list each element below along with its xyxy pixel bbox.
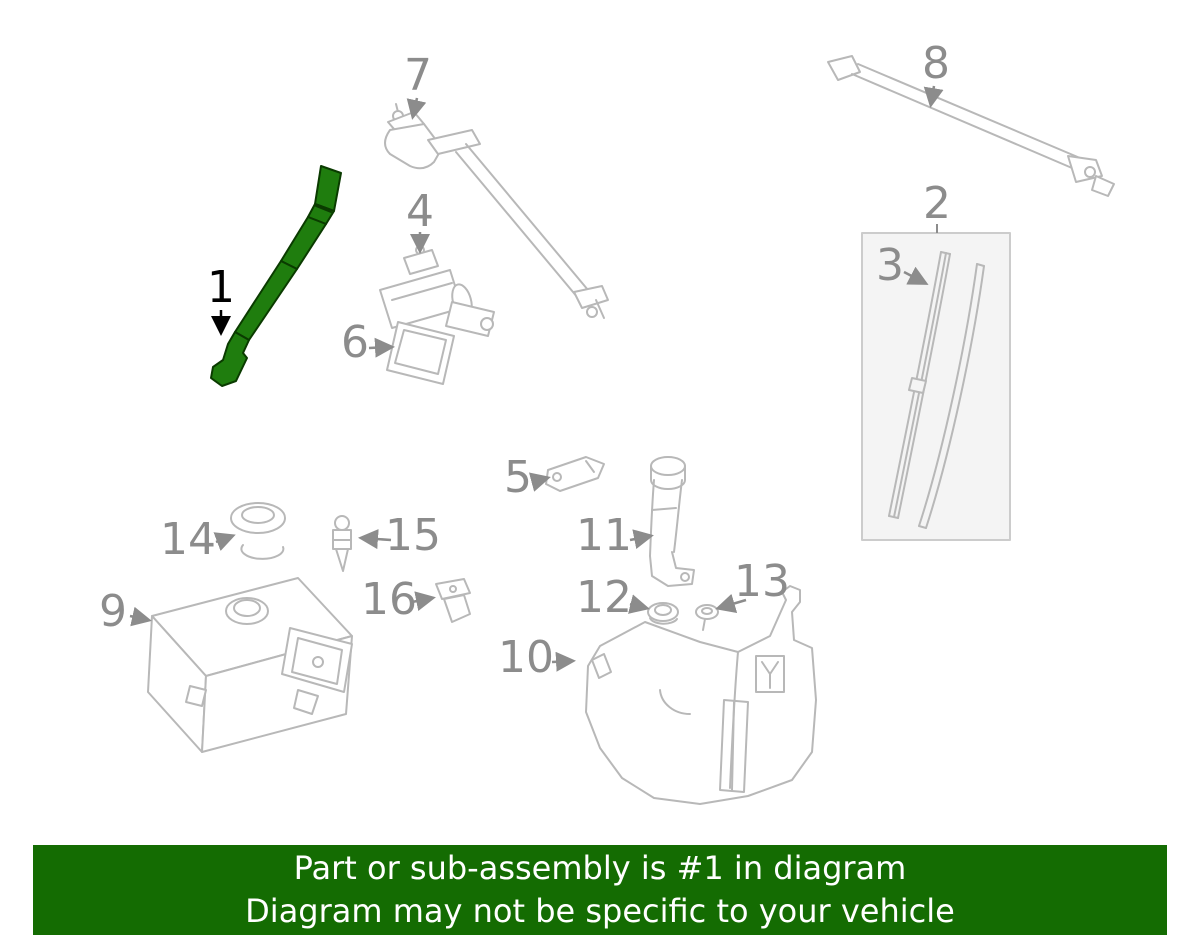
callout-15: 15 <box>358 510 441 561</box>
banner-line-2: Diagram may not be specific to your vehi… <box>245 892 955 930</box>
callout-5-label: 5 <box>504 452 532 503</box>
callout-8-arrow <box>923 85 944 108</box>
part-1-highlighted-drawing <box>210 165 342 387</box>
callout-3-label: 3 <box>876 240 904 291</box>
callout-16-arrow <box>411 591 436 611</box>
callout-5: 5 <box>504 452 551 503</box>
part-4-drawing <box>379 239 495 337</box>
callout-2-label: 2 <box>923 178 951 229</box>
callout-11-arrow <box>629 529 654 549</box>
part-11-drawing <box>649 456 695 587</box>
callout-12: 12 <box>576 572 650 623</box>
callout-1: 1 <box>207 262 235 336</box>
banner-line-1: Part or sub-assembly is #1 in diagram <box>293 849 907 887</box>
callout-11: 11 <box>576 510 654 561</box>
callout-4: 4 <box>406 186 434 254</box>
part-5-drawing <box>545 456 605 492</box>
callout-12-arrow <box>628 594 650 614</box>
callout-10: 10 <box>498 632 576 683</box>
part-15-drawing <box>332 515 352 572</box>
callout-3-arrow <box>903 266 929 285</box>
part-14-drawing <box>230 502 286 560</box>
part-8-drawing <box>827 55 1115 197</box>
callout-8: 8 <box>922 38 950 108</box>
callout-6: 6 <box>341 317 395 368</box>
callout-6-label: 6 <box>341 317 369 368</box>
callout-13: 13 <box>715 556 790 614</box>
part-10-drawing <box>585 585 817 805</box>
callout-14-label: 14 <box>160 514 216 565</box>
callout-7-label: 7 <box>404 50 432 101</box>
part-9-drawing <box>147 577 353 753</box>
callout-2: 2 <box>923 178 951 233</box>
parts-diagram: 1 2 3 4 5 6 7 8 <box>99 38 1115 805</box>
callout-3: 3 <box>876 240 929 291</box>
callout-9-arrow <box>129 606 152 627</box>
callout-9: 9 <box>99 586 152 637</box>
callout-15-label: 15 <box>385 510 441 561</box>
part-6-drawing <box>386 321 455 385</box>
callout-15-arrow <box>358 529 392 550</box>
callout-10-arrow <box>551 651 576 672</box>
part-2-drawing <box>861 232 1011 541</box>
callout-14-arrow <box>213 532 236 551</box>
callout-13-label: 13 <box>734 556 790 607</box>
callout-5-arrow <box>528 472 551 492</box>
callout-11-label: 11 <box>576 510 632 561</box>
part-12-drawing <box>647 602 679 625</box>
callout-13-arrow <box>715 593 747 614</box>
callout-12-label: 12 <box>576 572 632 623</box>
callout-14: 14 <box>160 514 236 565</box>
callout-7-arrow <box>406 97 427 120</box>
callout-4-label: 4 <box>406 186 434 237</box>
callout-7: 7 <box>404 50 432 120</box>
callout-10-label: 10 <box>498 632 554 683</box>
callout-9-label: 9 <box>99 586 127 637</box>
callouts: 1 2 3 4 5 6 7 8 <box>99 38 951 683</box>
part-16-drawing <box>435 578 471 623</box>
callout-16-label: 16 <box>361 574 417 625</box>
callout-6-arrow <box>368 337 395 358</box>
callout-1-label: 1 <box>207 262 235 313</box>
highlight-banner: Part or sub-assembly is #1 in diagram Di… <box>33 845 1167 935</box>
part-13-drawing <box>695 604 719 631</box>
callout-16: 16 <box>361 574 436 625</box>
callout-8-label: 8 <box>922 38 950 89</box>
